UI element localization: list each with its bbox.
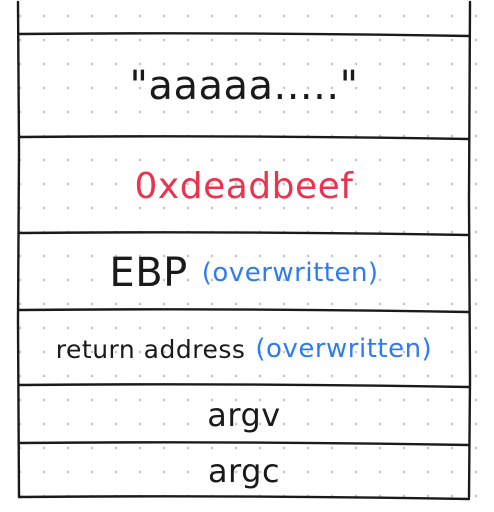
stack-cell-buffer: "aaaaa....." <box>18 40 470 132</box>
stack-top-divider <box>17 32 471 38</box>
stack-divider-5 <box>17 441 471 447</box>
stack-divider-1 <box>17 135 471 141</box>
buffer-text: "aaaaa....." <box>129 63 359 109</box>
stack-cell-return-address: return address (overwritten) <box>18 314 470 384</box>
stack-cell-overwrite-value: 0xdeadbeef <box>18 142 470 230</box>
stack-divider-4 <box>17 383 471 389</box>
stack-cell-argc: argc <box>18 447 470 495</box>
ebp-overwritten-note: (overwritten) <box>201 258 379 288</box>
stack-right-wall <box>467 0 472 499</box>
ebp-label: EBP <box>109 250 188 296</box>
return-address-label: return address <box>55 334 246 364</box>
stack-cell-argv: argv <box>18 389 470 441</box>
stack-left-wall <box>16 0 21 499</box>
overwrite-value-text: 0xdeadbeef <box>134 165 354 207</box>
stack-cell-ebp: EBP (overwritten) <box>18 238 470 308</box>
return-address-overwritten-note: (overwritten) <box>255 334 433 364</box>
stack-divider-3 <box>17 308 471 314</box>
stack-divider-2 <box>17 231 471 237</box>
argv-text: argv <box>207 396 281 434</box>
stack-bottom-line <box>17 495 471 501</box>
argc-text: argc <box>207 452 281 490</box>
